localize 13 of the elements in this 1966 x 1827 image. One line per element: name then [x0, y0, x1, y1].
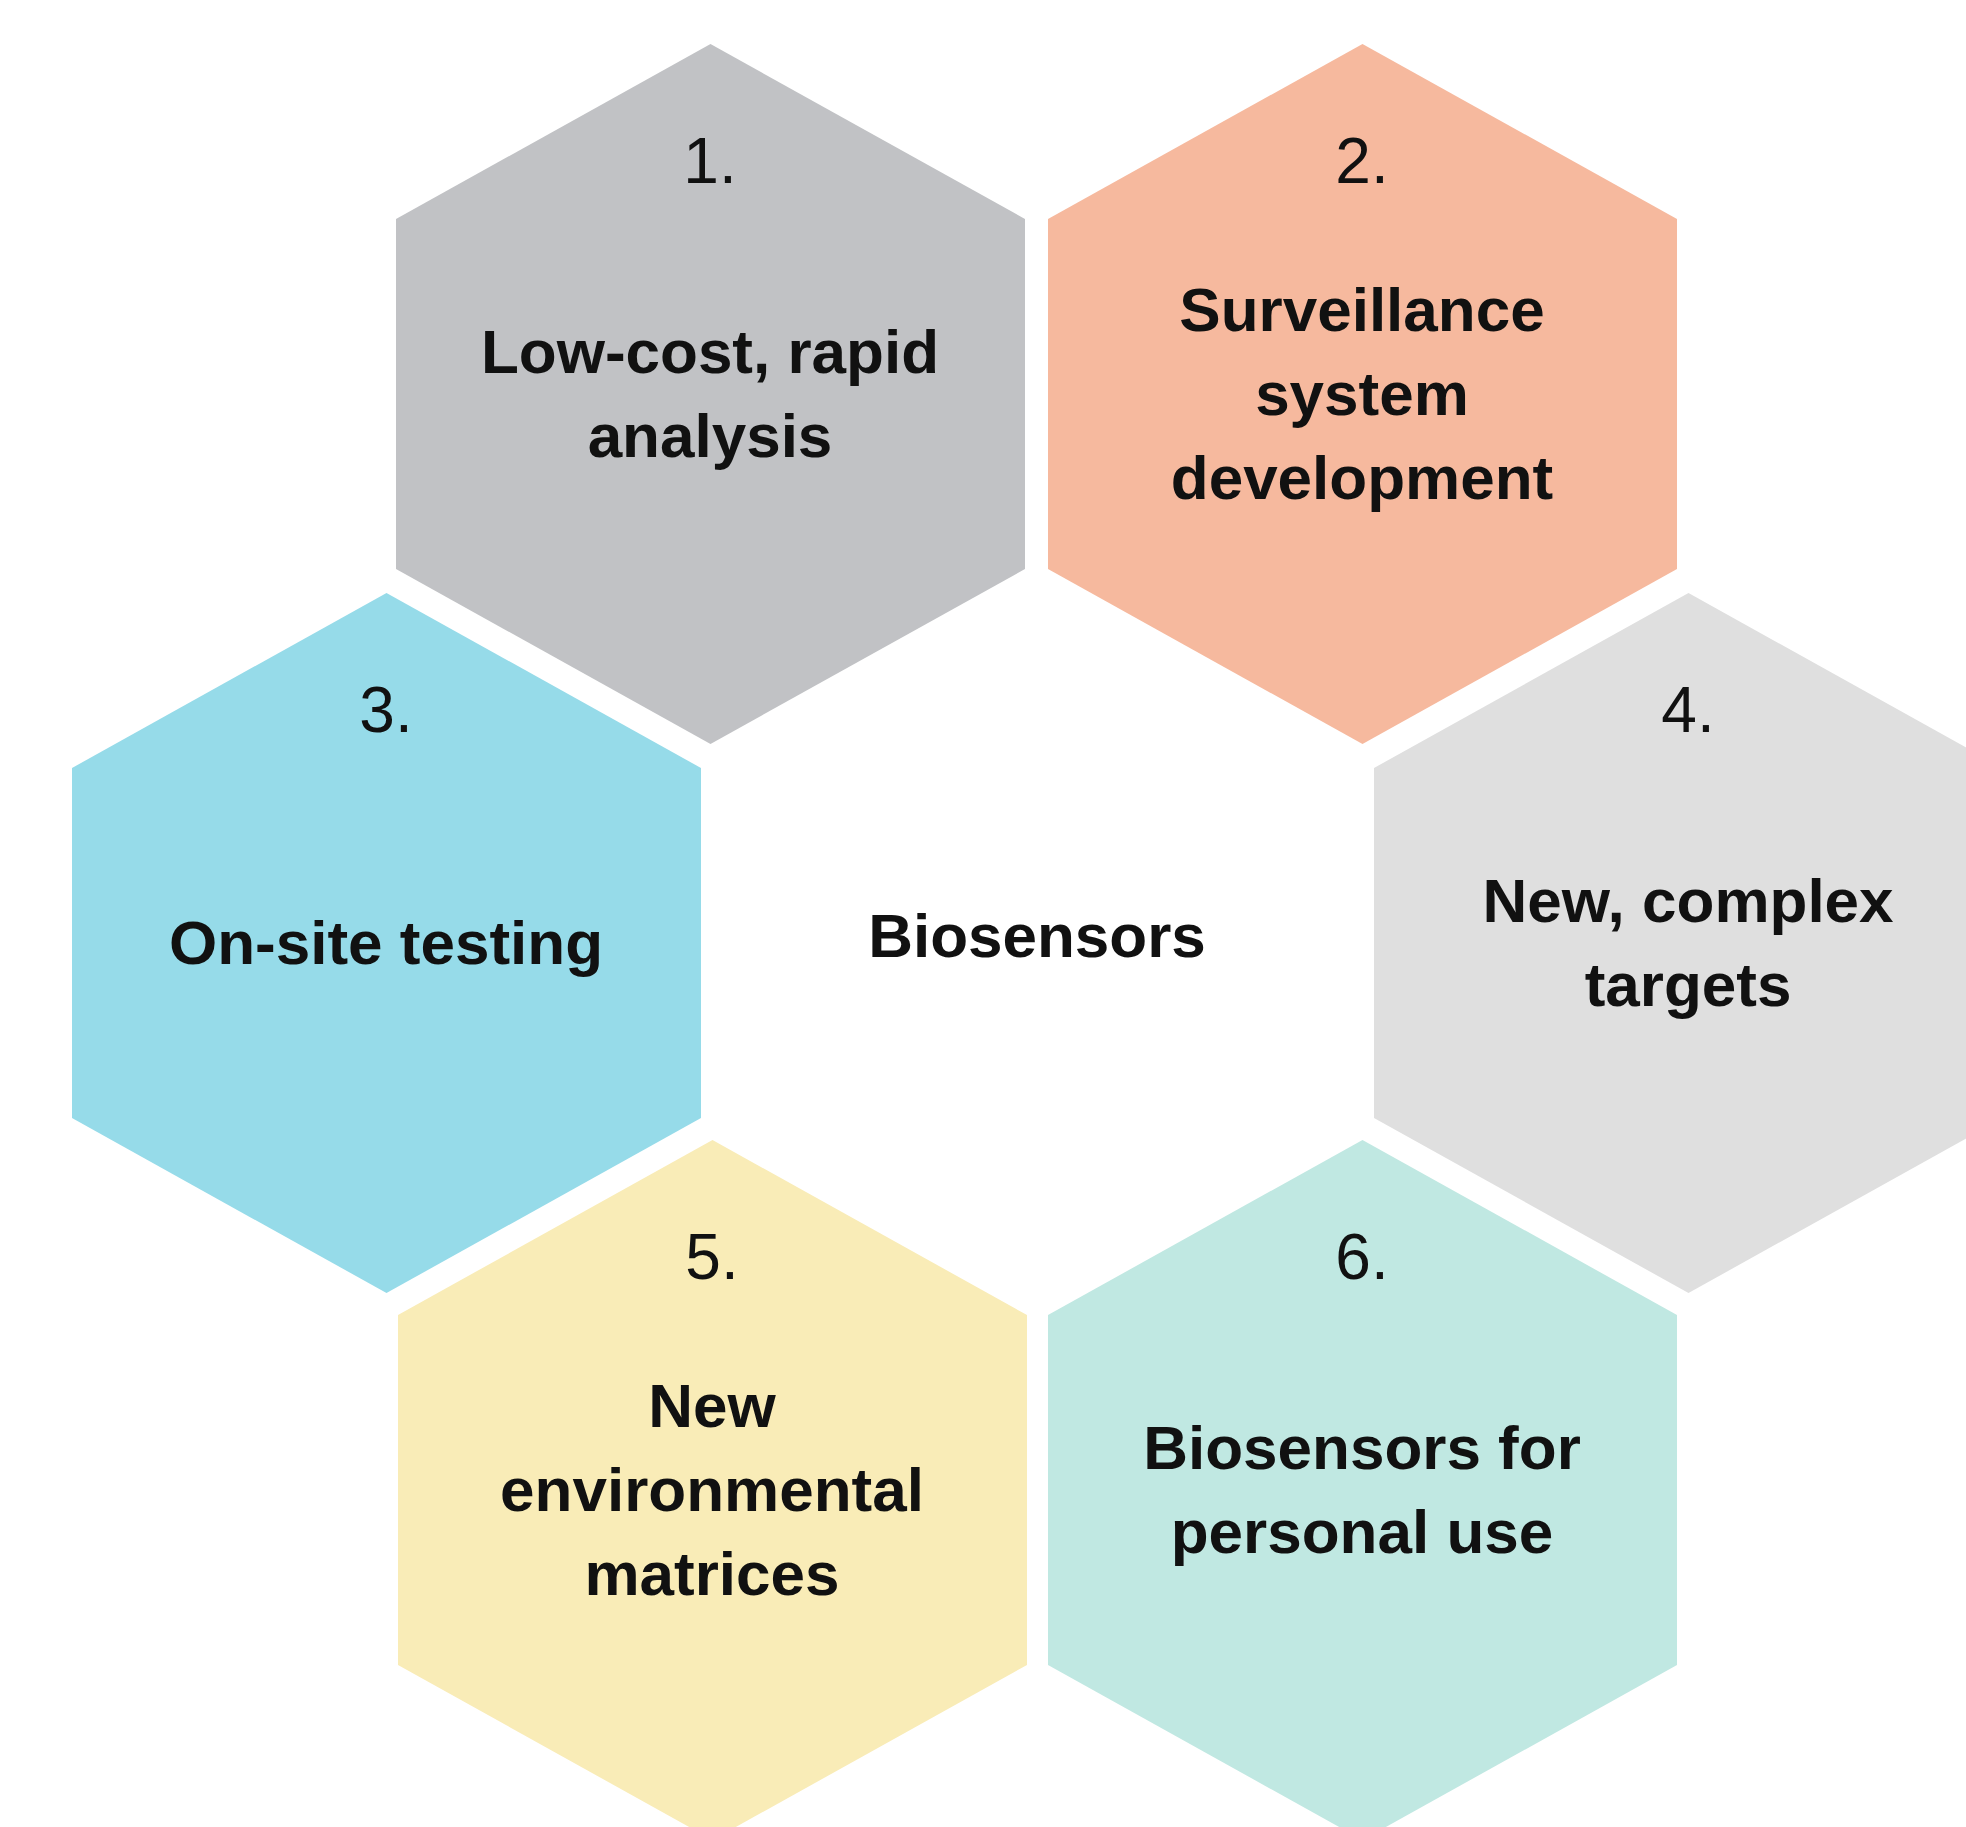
step-number: 5. — [685, 1220, 739, 1294]
step-number: 2. — [1335, 124, 1389, 198]
hexagon-label: New, complex targets — [1481, 865, 1895, 1021]
hexagon-label: New environmental matrices — [499, 1370, 925, 1610]
step-number: 6. — [1335, 1220, 1389, 1294]
step-number: 4. — [1661, 673, 1715, 747]
hexagon-label: On-site testing — [169, 907, 603, 980]
hexagon-label: Surveillance system development — [1169, 274, 1555, 514]
center-label: Biosensors — [868, 899, 1206, 971]
step-number: 3. — [359, 673, 413, 747]
hexagon-label: Low-cost, rapid analysis — [479, 316, 941, 472]
hexagon-label: Biosensors for personal use — [1142, 1412, 1582, 1568]
step-number: 1. — [683, 124, 737, 198]
